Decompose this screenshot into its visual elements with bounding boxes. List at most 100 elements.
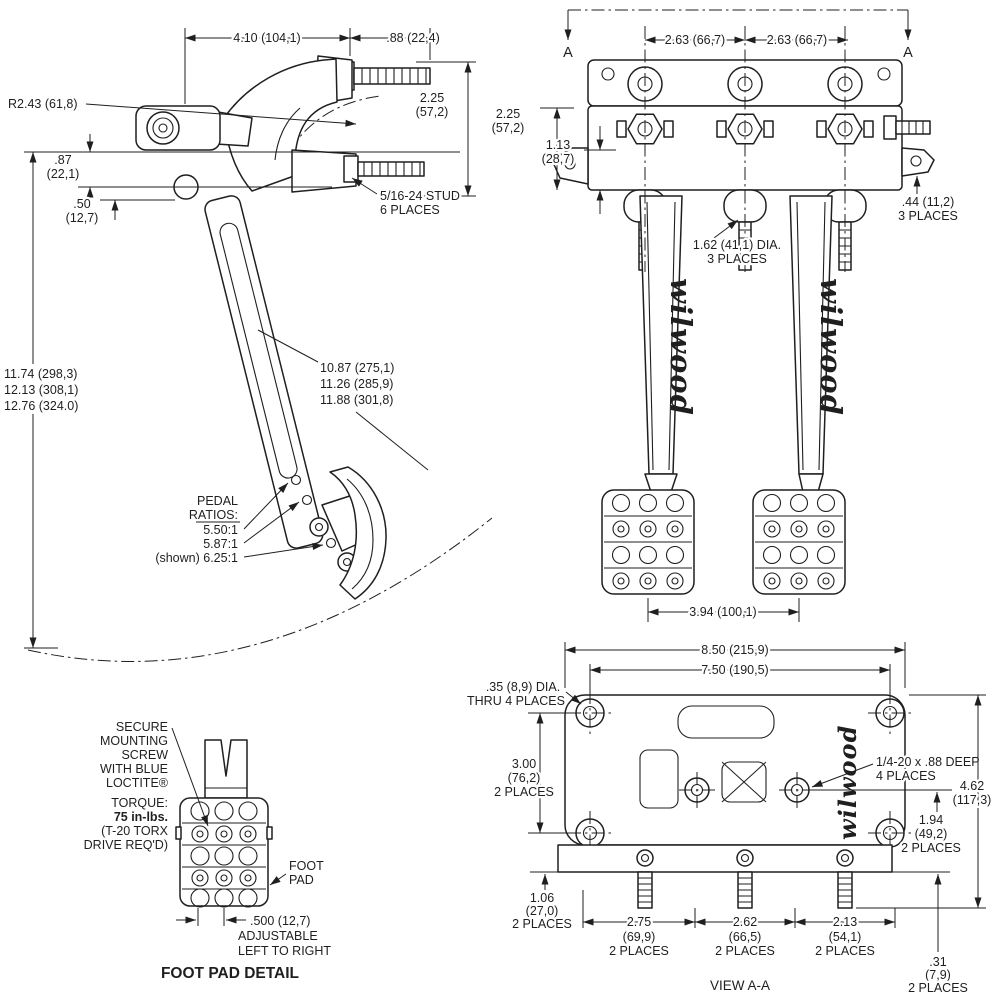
adjust-note-line3: LEFT TO RIGHT [238,944,331,958]
dim-pad-spacing: 3.94 (100,1) [689,605,756,619]
dim-50-in: .50 [73,197,90,211]
dim-87-mm: (22,1) [47,167,80,181]
dim-300-places: 2 PLACES [494,785,554,799]
overall-length-1: 11.74 (298,3) [4,367,77,381]
dim-dia-line2: 3 PLACES [707,252,767,266]
front-view-dimensions: 2.25 (57,2) 1.13 (28,7) .44 (11,2) 3 PLA… [489,105,960,622]
dim-31-places: 2 PLACES [908,981,968,995]
dim-194-mm: (49,2) [915,827,948,841]
screw-note-line4: WITH BLUE [100,762,168,776]
side-view: 4.10 (104,1) .88 (22,4) 2.25 (57,2) R2.4… [2,28,493,662]
stud-note-line2: 6 PLACES [380,203,440,217]
dim-213-places: 2 PLACES [815,944,875,958]
dim-262-mm: (66,5) [729,930,762,944]
dim-width-top: 4.10 (104,1) [233,31,300,45]
foot-pad-left [601,489,695,595]
footpad-caption: FOOT PAD DETAIL [161,965,299,982]
dim-113-mm: (28,7) [542,152,575,166]
dim-106-in: 1.06 [530,891,554,905]
dim-31-mm: (7,9) [925,968,951,982]
dim-50-mm: (12,7) [66,211,99,225]
pedal-length-3: 11.88 (301,8) [320,393,393,407]
dim-offset-top: .88 (22,4) [386,31,440,45]
mounting-studs [637,871,853,909]
dim-300-mm: (76,2) [508,771,541,785]
section-label-right: A [903,45,913,61]
section-label-left: A [563,45,573,61]
torque-note-line1: TORQUE: [111,796,168,810]
overall-length-2: 12.13 (308,1) [4,383,78,397]
dim-850: 8.50 (215,9) [701,643,768,657]
footpad-linework [175,739,273,908]
dim-44-mm: 3 PLACES [898,209,958,223]
ratio-heading-line2: RATIOS: [189,508,238,522]
dim-87-in: .87 [54,153,71,167]
dim-113-in: 1.13 [546,138,570,152]
screw-note-line5: LOCTITE® [106,776,169,790]
dim-213-in: 2.13 [833,915,857,929]
dim-462-mm: (117,3) [953,793,992,807]
wilwood-logo-left-arm: wilwood [664,278,698,416]
dim-275-mm: (69,9) [623,930,656,944]
view-aa-linework: wilwood [557,691,912,909]
thread-note-line1: 1/4-20 x .88 DEEP [876,755,980,769]
ratio-3: (shown) 6.25:1 [155,551,238,565]
screw-note-line1: SECURE [116,720,168,734]
footpad-label-line1: FOOT [289,859,324,873]
dim-194-in: 1.94 [919,813,943,827]
dim-750: 7.50 (190,5) [701,663,768,677]
dim-300-in: 3.00 [512,757,536,771]
dim-31-in: .31 [929,955,946,969]
pedal-travel-arc [27,517,493,662]
dim-spacing-left: 2.63 (66,7) [665,33,725,47]
front-view-linework: wilwood wilwood [551,26,935,595]
dim-height-right-in: 2.25 [420,91,444,105]
foot-pad-right [752,489,846,595]
view-aa: wilwood 8.50 (215,9) 7.50 (190,5) .35 (8… [465,641,994,998]
dim-106-mm: (27,0) [526,904,559,918]
ratio-heading-line1: PEDAL [197,494,238,508]
side-view-linework [135,55,431,600]
view-aa-dimensions: 8.50 (215,9) 7.50 (190,5) .35 (8,9) DIA.… [465,641,994,998]
footpad-label-line2: PAD [289,873,314,887]
view-aa-caption: VIEW A-A [710,978,770,993]
dim-275-in: 2.75 [627,915,651,929]
threaded-holes [679,772,815,808]
dim-262-places: 2 PLACES [715,944,775,958]
dim-213-mm: (54,1) [829,930,862,944]
footpad-detail: SECURE MOUNTING SCREW WITH BLUE LOCTITE®… [81,718,333,982]
screw-note-line3: SCREW [121,748,168,762]
dim-radius: R2.43 (61,8) [8,97,77,111]
torque-note-line4: DRIVE REQ'D) [84,838,168,852]
dim-height-in: 2.25 [496,107,520,121]
dim-106-places: 2 PLACES [512,917,572,931]
wilwood-logo-right-arm: wilwood [814,278,848,416]
adjust-note-line1: .500 (12,7) [250,914,310,928]
dim-dia-thru-line1: .35 (8,9) DIA. [486,680,560,694]
dim-262-in: 2.62 [733,915,757,929]
pedal-length-2: 11.26 (285,9) [320,377,393,391]
front-view: A A 2.63 (66,7) 2.63 (66,7) [489,9,960,622]
dim-spacing-right: 2.63 (66,7) [767,33,827,47]
footpad-annotations: SECURE MOUNTING SCREW WITH BLUE LOCTITE®… [81,718,333,961]
dim-275-places: 2 PLACES [609,944,669,958]
dim-44-in: .44 (11,2) [902,195,955,209]
footpad-holes [190,801,258,908]
ratio-1: 5.50:1 [203,523,238,537]
dim-height-right-mm: (57,2) [416,105,449,119]
torque-note-line2: 75 in-lbs. [114,810,168,824]
stud-note-line1: 5/16-24 STUD [380,189,460,203]
adjust-note-line2: ADJUSTABLE [238,929,318,943]
overall-length-3: 12.76 (324.0) [4,399,78,413]
ratio-2: 5.87:1 [203,537,238,551]
dim-height-mm: (57,2) [492,121,525,135]
screw-note-line2: MOUNTING [100,734,168,748]
thread-note-line2: 4 PLACES [876,769,936,783]
wilwood-logo-plate: wilwood [833,725,862,840]
side-view-dimensions: 4.10 (104,1) .88 (22,4) 2.25 (57,2) R2.4… [2,28,476,649]
pedal-length-1: 10.87 (275,1) [320,361,394,375]
dim-462-in: 4.62 [960,779,984,793]
torque-note-line3: (T-20 TORX [101,824,169,838]
